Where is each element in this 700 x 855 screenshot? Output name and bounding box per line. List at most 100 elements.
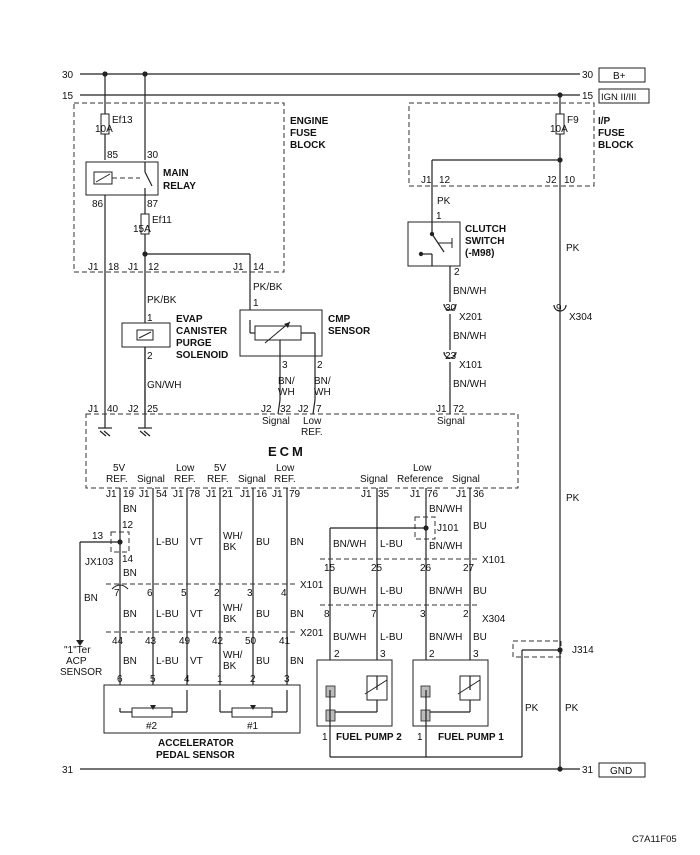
x304-connector-symbol [553, 304, 567, 312]
aps-wire-mid-2: L-BU [156, 609, 179, 620]
ecm-top-conn-3: J2 [261, 404, 272, 415]
cmp-wire-a-1: BN/ [278, 376, 295, 387]
aps-wire-upper-bu: BU [256, 537, 270, 548]
pump-x304-label: X304 [482, 614, 506, 625]
aps-wire-mid-4b: BK [223, 614, 237, 625]
aps-wire-upper-lbu: L-BU [156, 537, 179, 548]
fuse-f9-amp: 10A [550, 124, 568, 135]
pump-x101-pin-3: 26 [420, 563, 432, 574]
aps-pin-1: 1 [217, 674, 223, 685]
ecm-bot-conn-3: J1 [173, 489, 184, 500]
x304-pin: 9 [556, 303, 562, 314]
acp-name-1: "1"Ter [64, 645, 91, 656]
ecm-top-signal-clutch: Signal [437, 416, 465, 427]
rail-30-right-label: 30 [582, 70, 594, 81]
x201-pin: 30 [445, 303, 457, 314]
aps-wire-low-4b: BK [223, 661, 237, 672]
ecm-top-conn-4: J2 [298, 404, 309, 415]
ecm-top-signal-cmp: Signal [262, 416, 290, 427]
fp2-gnd-pin: 1 [322, 732, 328, 743]
aps-x201-pin-4: 42 [212, 636, 224, 647]
evap-name-4: SOLENOID [176, 350, 228, 361]
acp-name-3: SENSOR [60, 667, 102, 678]
pump-wire-lbu-top: L-BU [380, 539, 403, 550]
fp1-pin-3: 3 [473, 649, 479, 660]
pump-wire-bnwh-left: BN/WH [333, 539, 366, 550]
ecm-bot-conn-4: J1 [206, 489, 217, 500]
ecm-bot-l2-1: REF. [106, 474, 128, 485]
fp1-gnd-pin: 1 [417, 732, 423, 743]
x101-label: X101 [459, 360, 483, 371]
pump-wire-low-4: BU [473, 632, 487, 643]
ecm-bot-pin-3: 78 [189, 489, 201, 500]
ecm-top-low-2: REF. [301, 427, 323, 438]
pump-x304-pin-4: 2 [463, 609, 469, 620]
jx103-pin-13: 13 [92, 531, 104, 542]
clutch-name-3: (-M98) [465, 248, 494, 259]
ecm-bot-pin-5: 16 [256, 489, 268, 500]
fp2-name: FUEL PUMP 2 [336, 732, 402, 743]
aps-wire-low-5: BU [256, 656, 270, 667]
x304-label: X304 [569, 312, 593, 323]
ecm-bot-conn-6: J1 [272, 489, 283, 500]
aps-wire-low-4a: WH/ [223, 650, 243, 661]
aps-pin-4: 4 [184, 674, 190, 685]
ecm-top-low-1: Low [303, 416, 322, 427]
wire-bn-wh-2: BN/WH [453, 331, 486, 342]
ground-icon [138, 414, 152, 437]
pump-wire-bnwh-lower: BN/WH [429, 541, 462, 552]
fp2-pin-2: 2 [334, 649, 340, 660]
clutch-switch [407, 221, 461, 267]
wire-pk-bk-1: PK/BK [147, 295, 177, 306]
aps-wire-upper-bn-2: BN [123, 568, 137, 579]
fuse-ef13-label: Ef13 [112, 115, 133, 126]
ecm-bot-conn-2: J1 [139, 489, 150, 500]
efb-pin-12: 12 [148, 262, 160, 273]
ecm-bot-l2-3: REF. [174, 474, 196, 485]
aps-wire-upper-whbk-2: BK [223, 542, 237, 553]
aps-sensor-2-label: #2 [146, 721, 158, 732]
pump-x101-label: X101 [482, 555, 506, 566]
aps-wire-upper-bn: BN [123, 504, 137, 515]
aps-pin-5: 5 [150, 674, 156, 685]
aps-wire-mid-5: BU [256, 609, 270, 620]
pump-x304-pin-3: 3 [420, 609, 426, 620]
rail-15-right-label: 15 [582, 91, 594, 102]
pump-x101-pin-4: 27 [463, 563, 475, 574]
ecm-bot-l1-8: Low [413, 463, 432, 474]
fuse-ef11-amp: 15A [133, 224, 151, 235]
clutch-name-1: CLUTCH [465, 224, 506, 235]
ecm-bot-l1-6: Low [276, 463, 295, 474]
aps-wire-low-1: BN [123, 656, 137, 667]
pump-x101-pin-1: 15 [324, 563, 336, 574]
aps-wire-upper-vt: VT [190, 537, 203, 548]
j101-label: J101 [437, 523, 459, 534]
aps-x101-pin-2: 6 [147, 588, 153, 599]
efb-pin-18: 18 [108, 262, 120, 273]
ipfb-pin-12: 12 [439, 175, 451, 186]
aps-x101-label: X101 [300, 580, 324, 591]
aps-x201-pin-5: 50 [245, 636, 257, 647]
aps-wire-low-3: VT [190, 656, 203, 667]
aps-wire-low-6: BN [290, 656, 304, 667]
pump-wire-mid-2: L-BU [380, 586, 403, 597]
fuse-f9-label: F9 [567, 115, 579, 126]
jx103-label: JX103 [85, 557, 114, 568]
relay-name-1: MAIN [163, 168, 189, 179]
ecm-bot-conn-8: J1 [410, 489, 421, 500]
aps-wire-upper-bn-6: BN [290, 537, 304, 548]
rail-31-right-label: 31 [582, 765, 594, 776]
cmp-name-2: SENSOR [328, 326, 371, 337]
fp1-pin-2: 2 [429, 649, 435, 660]
bplus-tag: B+ [613, 71, 626, 82]
cmp-wire-a-2: WH [278, 387, 295, 398]
fp1-name: FUEL PUMP 1 [438, 732, 504, 743]
wire-pk-5: PK [565, 703, 579, 714]
fuse-ef11-label: Ef11 [152, 215, 172, 226]
aps-wire-upper-whbk: WH/ [223, 531, 243, 542]
aps-x101-pin-3: 5 [181, 588, 187, 599]
ecm-bot-pin-4: 21 [222, 489, 234, 500]
cmp-pin-3: 3 [282, 360, 288, 371]
ipfb-conn-j1: J1 [421, 175, 432, 186]
